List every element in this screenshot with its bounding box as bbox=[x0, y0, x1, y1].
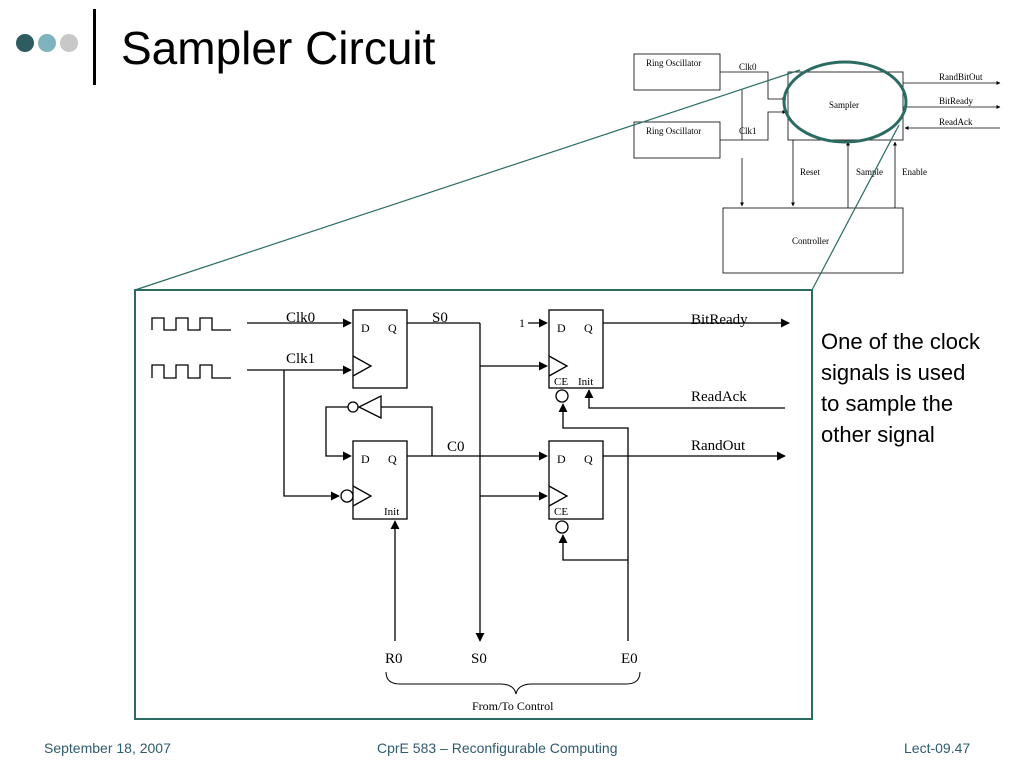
enable-label: Enable bbox=[902, 167, 927, 177]
decoration-dot bbox=[16, 34, 34, 52]
ff-q-pin: Q bbox=[388, 452, 397, 466]
sampler-box bbox=[787, 71, 904, 141]
sampler-label: Sampler bbox=[829, 100, 859, 110]
ff-q-pin: Q bbox=[388, 321, 397, 335]
callout-line: signals is used bbox=[821, 360, 966, 385]
rand-bit-out-label: RandBitOut bbox=[939, 72, 983, 82]
callout-line: other signal bbox=[821, 422, 935, 447]
read-ack-signal-label: ReadAck bbox=[691, 389, 747, 405]
slide-title: Sampler Circuit bbox=[121, 22, 436, 74]
r0-label: R0 bbox=[385, 651, 403, 667]
decoration-dot bbox=[60, 34, 78, 52]
callout-line: to sample the bbox=[821, 391, 954, 416]
detail-circuit bbox=[151, 309, 790, 695]
ff-q-pin: Q bbox=[584, 321, 593, 335]
ff-top-right bbox=[548, 309, 604, 389]
e0-label: E0 bbox=[621, 651, 638, 667]
reset-label: Reset bbox=[800, 167, 820, 177]
footer-slide-id: Lect-09.47 bbox=[904, 740, 971, 756]
zoom-line-right bbox=[811, 124, 900, 291]
clk0-label: Clk0 bbox=[739, 62, 757, 72]
zoom-line-left bbox=[134, 69, 801, 291]
controller-label: Controller bbox=[792, 236, 829, 246]
footer-course: CprE 583 – Reconfigurable Computing bbox=[377, 740, 618, 756]
inverter bbox=[357, 394, 382, 420]
from-to-control-label: From/To Control bbox=[472, 699, 554, 713]
clk1-label: Clk1 bbox=[739, 126, 757, 136]
highlight-ellipse bbox=[782, 60, 908, 144]
ff-init-pin: Init bbox=[578, 376, 593, 388]
ff-q-pin: Q bbox=[584, 452, 593, 466]
s0-bottom-label: S0 bbox=[471, 651, 487, 667]
block-diagram-labels: Ring Oscillator Ring Oscillator Clk0 Clk… bbox=[646, 58, 983, 246]
clk0-signal-label: Clk0 bbox=[286, 310, 315, 326]
callout-line: One of the clock bbox=[821, 329, 980, 354]
controller-box bbox=[722, 207, 904, 274]
ff-bottom-left bbox=[352, 440, 408, 520]
clk1-waveform bbox=[151, 364, 231, 379]
decoration-dot bbox=[38, 34, 56, 52]
ff-d-pin: D bbox=[361, 452, 370, 466]
read-ack-label: ReadAck bbox=[939, 117, 973, 127]
s0-top-label: S0 bbox=[432, 310, 448, 326]
detail-frame bbox=[134, 289, 813, 720]
title-decoration bbox=[16, 34, 96, 54]
ff-bottom-right bbox=[548, 440, 604, 520]
footer-date: September 18, 2007 bbox=[44, 740, 171, 756]
ff-d-pin: D bbox=[361, 321, 370, 335]
constant-one-label: 1 bbox=[519, 316, 525, 330]
c0-label: C0 bbox=[447, 439, 465, 455]
ff-top-left bbox=[352, 309, 408, 389]
bit-ready-label: BitReady bbox=[939, 96, 973, 106]
sample-label: Sample bbox=[856, 167, 883, 177]
callout-text: One of the clock signals is used to samp… bbox=[821, 326, 1021, 450]
clk0-waveform bbox=[151, 317, 231, 331]
ff-ce-pin: CE bbox=[554, 506, 568, 518]
detail-circuit-labels: Clk0 Clk1 S0 C0 1 BitReady ReadAck RandO… bbox=[286, 310, 748, 713]
ff-init-pin: Init bbox=[384, 506, 399, 518]
ff-d-pin: D bbox=[557, 452, 566, 466]
bit-ready-signal-label: BitReady bbox=[691, 312, 748, 328]
title-divider bbox=[93, 9, 96, 85]
block-diagram bbox=[633, 53, 1001, 274]
clk1-signal-label: Clk1 bbox=[286, 351, 315, 367]
control-brace bbox=[385, 671, 641, 695]
ring-oscillator-2-label: Ring Oscillator bbox=[646, 126, 701, 136]
rand-out-signal-label: RandOut bbox=[691, 438, 746, 454]
ff-ce-pin: CE bbox=[554, 376, 568, 388]
ring-oscillator-1-label: Ring Oscillator bbox=[646, 58, 701, 68]
ff-d-pin: D bbox=[557, 321, 566, 335]
